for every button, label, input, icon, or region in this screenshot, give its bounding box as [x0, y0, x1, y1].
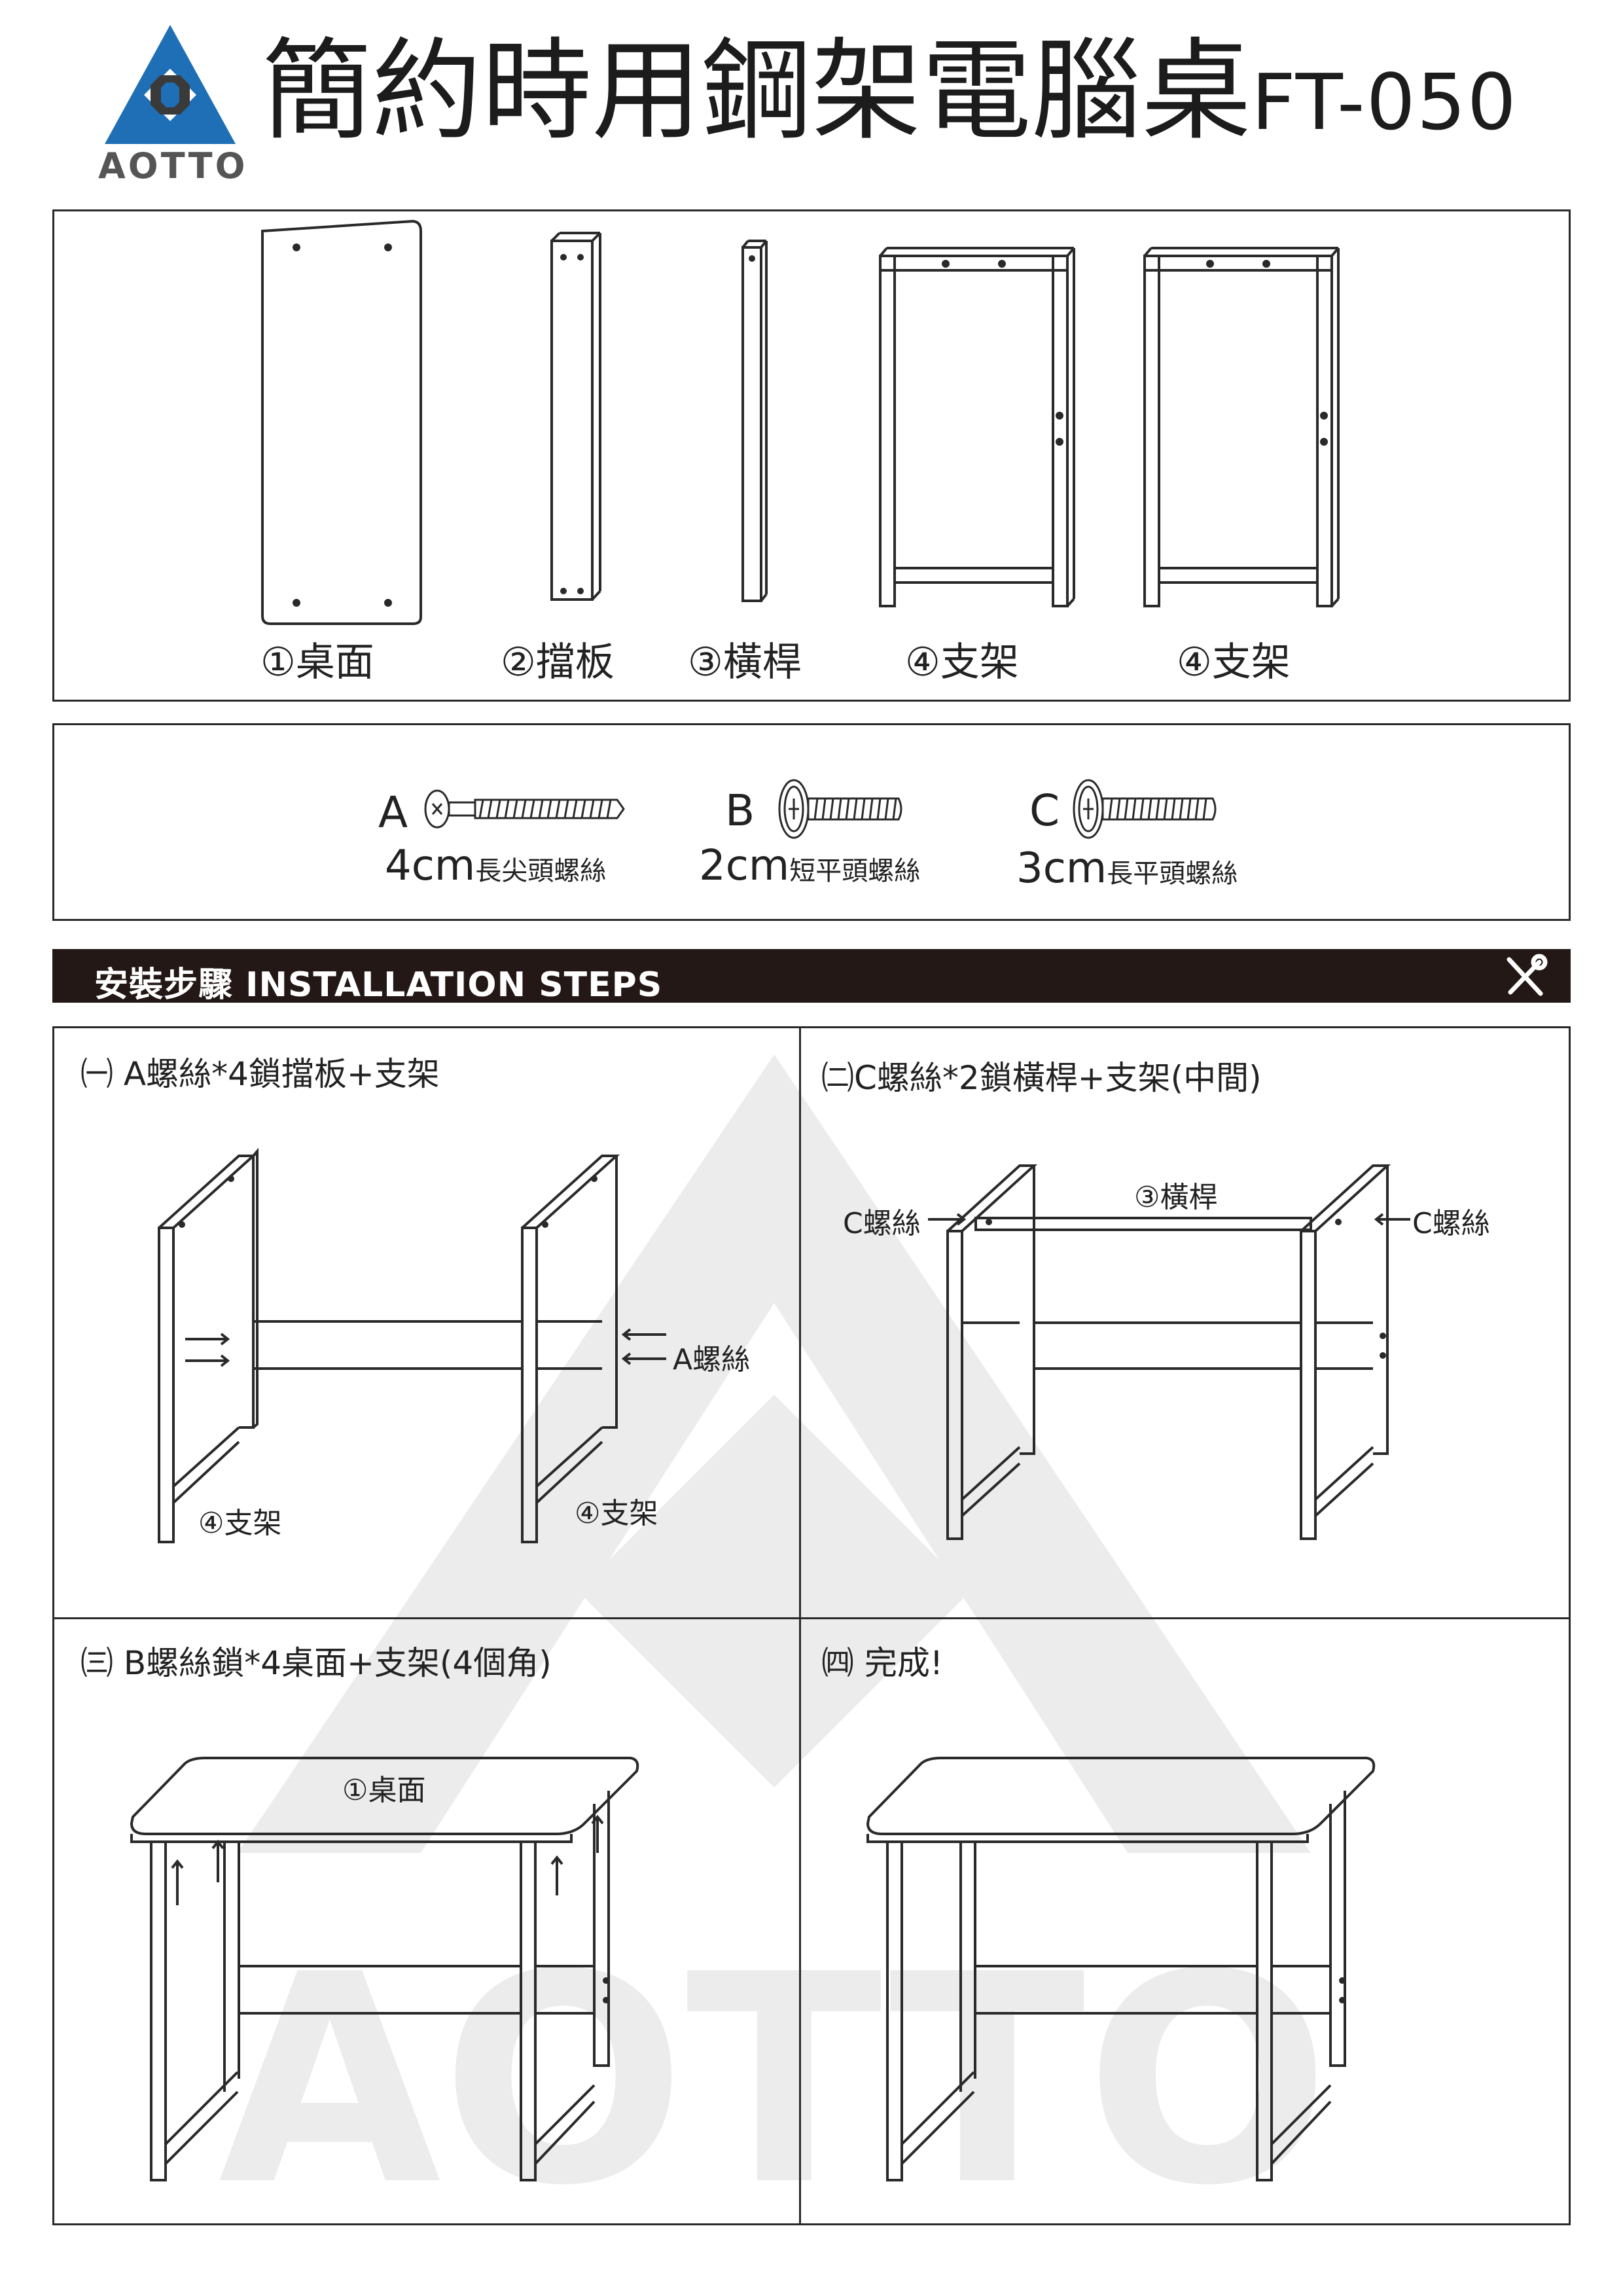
aotto-logo — [98, 20, 242, 190]
brand-name: AOTTO — [98, 145, 248, 187]
step-4-diagram — [866, 1757, 1376, 2181]
step-1-title: ㈠ A螺絲*4鎖擋板+支架 — [80, 1055, 440, 1093]
part-label-desktop: ①桌面 — [260, 639, 374, 685]
part-label-frame-2: ④支架 — [1177, 639, 1291, 685]
screw-c-letter: C — [1029, 785, 1060, 836]
step-1-right-frame-label: ④支架 — [575, 1497, 658, 1530]
step-1-left-frame-label: ④支架 — [198, 1507, 282, 1540]
screw-b-size: 2cm — [699, 842, 790, 890]
screw-c-desc: 長平頭螺絲 — [1107, 859, 1238, 889]
screw-c-spec: 3cm長平頭螺絲 — [1016, 844, 1238, 893]
screws-panel: A B C 4cm長尖頭螺絲 2cm短平頭螺絲 3cm長平頭螺絲 — [52, 723, 1571, 921]
step-3-title: ㈢ B螺絲鎖*4桌面+支架(4個角) — [80, 1644, 552, 1682]
title-model: FT-050 — [1251, 57, 1518, 147]
watermark-logo-icon: AOTTO — [219, 1054, 1330, 2248]
step-2-title: ㈡C螺絲*2鎖橫桿+支架(中間) — [821, 1059, 1262, 1097]
screw-a-icon — [424, 789, 625, 829]
screw-a-size: 4cm — [385, 842, 476, 890]
screw-c-size: 3cm — [1016, 844, 1107, 893]
screw-c-icon — [1073, 779, 1217, 839]
screws-illustration — [424, 779, 1217, 839]
screw-b-spec: 2cm短平頭螺絲 — [699, 842, 920, 890]
step-2-bar-label: ③橫桿 — [1134, 1181, 1218, 1214]
part-label-bar: ③橫桿 — [688, 639, 802, 685]
screw-b-desc: 短平頭螺絲 — [789, 856, 921, 886]
steps-panel: AOTTO ㈠ A螺絲*4鎖擋板+支架 — [52, 1026, 1571, 2248]
parts-panel: ①桌面 ②擋板 ③橫桿 ④支架 ④支架 — [52, 209, 1571, 702]
step-2-left-screw-label: C螺絲 — [843, 1207, 921, 1240]
step-4-title: ㈣ 完成! — [821, 1644, 943, 1682]
page-title: 簡約時用鋼架電腦桌FT-050 — [262, 36, 1518, 146]
step-3-diagram — [130, 1757, 639, 2181]
screw-a-spec: 4cm長尖頭螺絲 — [385, 842, 606, 890]
screw-a-desc: 長尖頭螺絲 — [475, 856, 607, 886]
vertical-divider — [799, 1028, 801, 2223]
part-label-frame-1: ④支架 — [905, 639, 1019, 685]
step-3-top-label: ①桌面 — [342, 1774, 426, 1807]
step-2-right-screw-label: C螺絲 — [1412, 1207, 1490, 1240]
step-1-diagram — [158, 1147, 666, 1543]
screw-b-letter: B — [725, 785, 755, 836]
logo-mark-icon — [105, 25, 236, 144]
title-main: 簡約時用鋼架電腦桌 — [262, 27, 1251, 155]
watermark-text: AOTTO — [219, 1913, 1330, 2248]
part-label-panel: ②擋板 — [501, 639, 615, 685]
horizontal-divider — [54, 1617, 1569, 1619]
installation-steps-banner: 安裝步驟 INSTALLATION STEPS — [52, 949, 1571, 1005]
step-1-screw-label: A螺絲 — [673, 1343, 751, 1376]
screw-b-icon — [778, 779, 902, 839]
tools-icon — [1507, 954, 1548, 996]
screw-a-letter: A — [378, 787, 408, 838]
parts-illustration — [261, 219, 1340, 625]
section-title: 安裝步驟 INSTALLATION STEPS — [94, 965, 663, 1005]
step-2-diagram — [928, 1164, 1410, 1540]
